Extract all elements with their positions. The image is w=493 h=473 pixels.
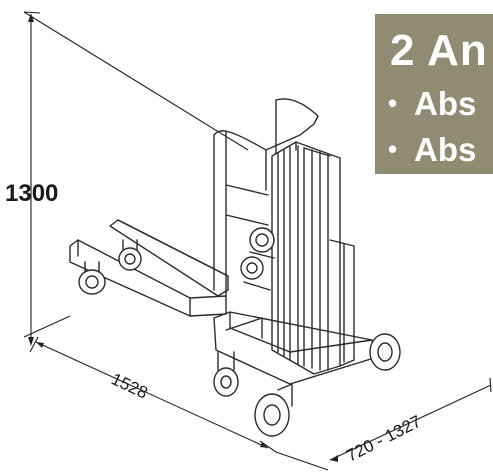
push-handle — [213, 98, 319, 297]
feature-info-box: 2 An • Abs • Abs — [375, 14, 493, 174]
lift-cart — [69, 98, 401, 437]
dimension-lines — [23, 11, 492, 471]
winch — [240, 227, 275, 291]
width-dimension-label: 720 - 1327 — [343, 412, 424, 466]
caster-wheel-rear — [213, 351, 239, 397]
caster-wheel-front-left — [78, 261, 106, 295]
height-dimension-label: 1300 — [5, 180, 58, 207]
outrigger-leg-back — [109, 219, 229, 297]
info-box-item: • Abs — [388, 130, 476, 169]
rear-wheel-right — [369, 333, 401, 371]
rear-wheel-left — [254, 383, 293, 437]
info-box-item-text: Abs — [414, 131, 477, 168]
dimension-arrows — [28, 13, 338, 462]
info-box-title: 2 An — [390, 26, 488, 75]
caster-wheel-front-right — [118, 239, 142, 271]
length-dimension-label: 1528 — [108, 369, 150, 402]
bullet-icon: • — [388, 88, 398, 118]
telescopic-mast — [271, 141, 355, 375]
bullet-icon: • — [388, 134, 398, 164]
info-box-item-text: Abs — [414, 85, 477, 122]
info-box-item: • Abs — [388, 84, 476, 123]
